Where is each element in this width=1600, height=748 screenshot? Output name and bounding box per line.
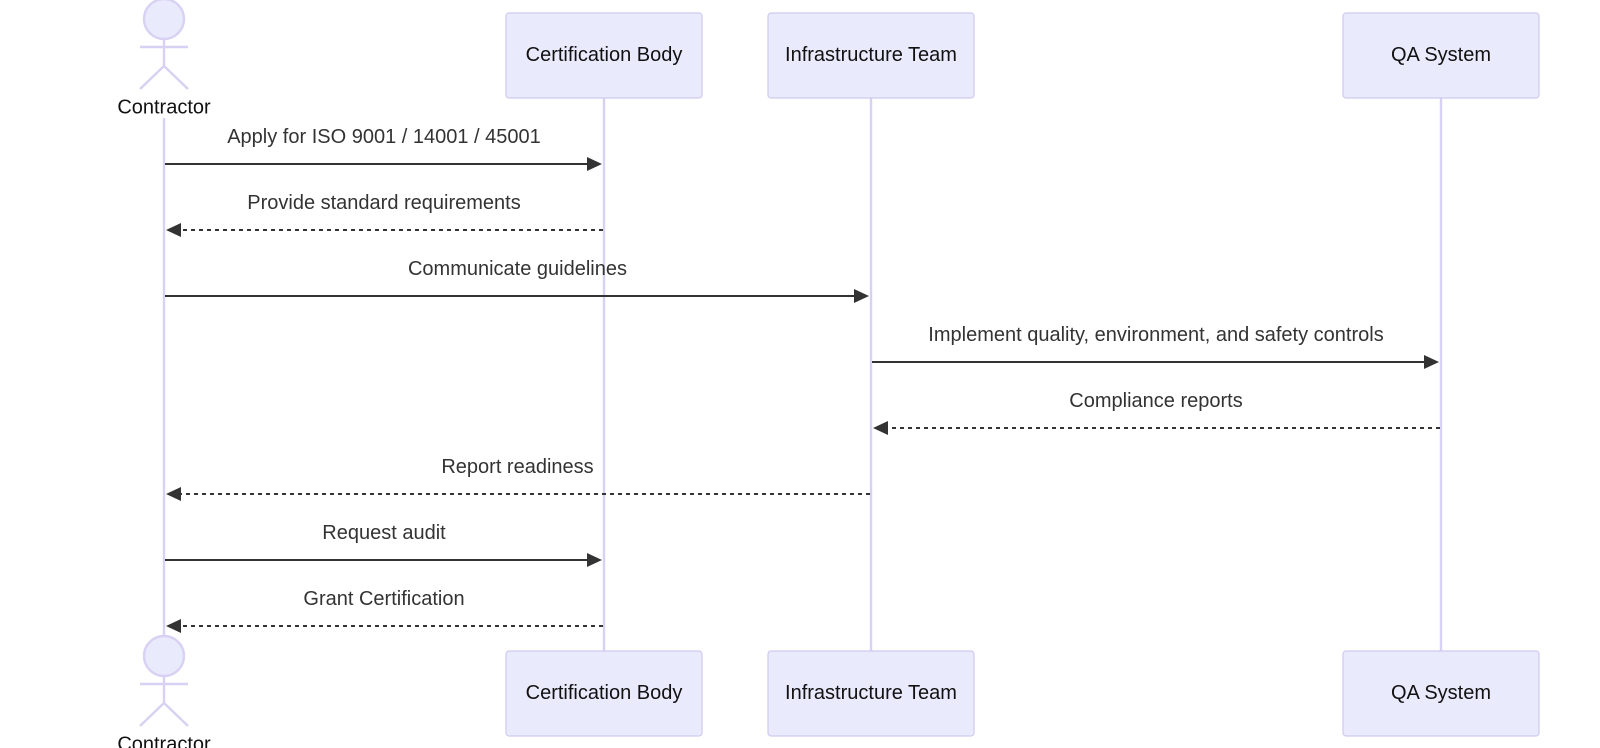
message-2: Provide standard requirements	[166, 192, 603, 237]
arrowhead-icon	[1424, 355, 1439, 369]
participant-label: QA System	[1391, 682, 1491, 704]
message-6: Report readiness	[166, 456, 870, 501]
participant-label: QA System	[1391, 44, 1491, 66]
message-label: Report readiness	[441, 456, 593, 478]
message-8: Grant Certification	[166, 588, 603, 633]
participant-label: Contractor	[117, 733, 211, 748]
arrowhead-icon	[166, 223, 181, 237]
message-3: Communicate guidelines	[165, 258, 869, 303]
participant-box	[767, 12, 975, 99]
message-label: Request audit	[322, 522, 446, 544]
participant-infra-bottom: Infrastructure Team	[767, 650, 975, 737]
participant-cert-top: Certification Body	[505, 12, 703, 99]
participant-box	[1342, 650, 1540, 737]
arrowhead-icon	[587, 553, 602, 567]
message-label: Grant Certification	[303, 588, 464, 610]
participant-label: Certification Body	[526, 682, 683, 704]
message-1: Apply for ISO 9001 / 14001 / 45001	[165, 126, 602, 171]
messages: Apply for ISO 9001 / 14001 / 45001Provid…	[165, 126, 1440, 633]
participant-qa-bottom: QA System	[1342, 650, 1540, 737]
participant-cert-bottom: Certification Body	[505, 650, 703, 737]
participant-box	[505, 650, 703, 737]
arrowhead-icon	[873, 421, 888, 435]
participants-bottom: Contractor Certification Body Infrastructu…	[117, 634, 1540, 748]
actor-leg-left	[139, 65, 165, 90]
message-4: Implement quality, environment, and safe…	[872, 324, 1439, 369]
arrowhead-icon	[166, 487, 181, 501]
arrowhead-icon	[854, 289, 869, 303]
message-7: Request audit	[165, 522, 602, 567]
participant-qa-top: QA System	[1342, 12, 1540, 99]
message-label: Implement quality, environment, and safe…	[928, 324, 1383, 346]
participant-label: Certification Body	[526, 44, 683, 66]
lifelines	[162, 98, 1443, 651]
participant-label: Contractor	[117, 96, 211, 118]
message-label: Compliance reports	[1069, 390, 1242, 412]
participant-box	[1342, 12, 1540, 99]
arrowhead-icon	[587, 157, 602, 171]
message-label: Communicate guidelines	[408, 258, 627, 280]
message-5: Compliance reports	[873, 390, 1440, 435]
message-label: Apply for ISO 9001 / 14001 / 45001	[227, 126, 541, 148]
message-label: Provide standard requirements	[247, 192, 520, 214]
actor-leg-right	[163, 65, 189, 90]
participant-label: Infrastructure Team	[785, 682, 957, 704]
participant-contractor-bottom: Contractor	[117, 634, 211, 748]
arrowhead-icon	[166, 619, 181, 633]
actor-leg-left	[139, 702, 165, 727]
participant-label: Infrastructure Team	[785, 44, 957, 66]
participants-top: Contractor Certification Body Infrastructu…	[117, 0, 1540, 118]
participant-infra-top: Infrastructure Team	[767, 12, 975, 99]
actor-leg-right	[163, 702, 189, 727]
participant-box	[505, 12, 703, 99]
participant-contractor-top: Contractor	[117, 0, 211, 118]
participant-box	[767, 650, 975, 737]
actor-head	[142, 0, 186, 41]
actor-head	[142, 634, 186, 678]
